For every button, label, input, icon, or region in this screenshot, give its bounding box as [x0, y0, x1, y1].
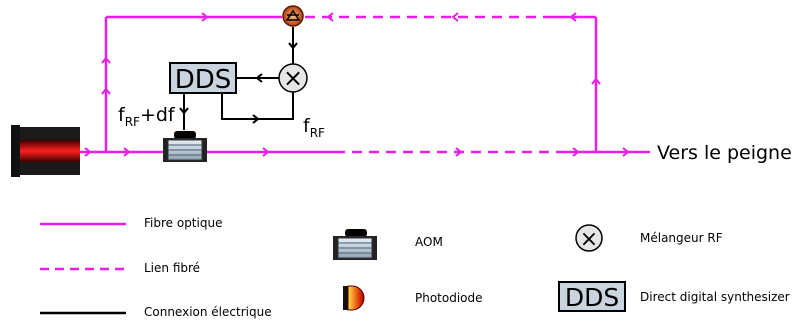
legend-lien-label: Lien fibré: [144, 261, 200, 275]
dds-block: DDS: [169, 62, 237, 95]
fiber-arrow: [326, 12, 334, 22]
wire-arrow: [252, 114, 260, 124]
legend-dds-icon: DDS: [558, 281, 626, 312]
photodiode-detector: [282, 5, 304, 27]
fiber-arrow: [569, 12, 577, 22]
legend-aom-label: AOM: [415, 235, 443, 249]
legend-elec-label: Connexion électrique: [144, 305, 272, 319]
fiber-arrow: [262, 147, 270, 157]
freq-rf-df-label: fRF+df: [118, 104, 176, 129]
fiber-arrow: [622, 147, 630, 157]
rf-mixer: ×: [278, 63, 308, 93]
fiber-arrow: [101, 56, 111, 64]
fiber-arrow: [84, 147, 92, 157]
fiber-arrow: [123, 147, 131, 157]
fiber-arrow: [201, 12, 209, 22]
svg-text:DDS: DDS: [565, 283, 619, 312]
wire-arrow: [288, 42, 298, 50]
svg-text:×: ×: [580, 227, 598, 252]
wire-arrow: [255, 73, 263, 83]
fiber-network: [80, 12, 650, 157]
legend-photodiode-icon: [343, 285, 365, 311]
legend-mixer-label: Mélangeur RF: [640, 231, 723, 245]
freq-rf-label: fRF: [303, 115, 325, 140]
fiber-arrow: [455, 147, 463, 157]
fiber-arrow: [591, 77, 601, 85]
mixer-symbol: ×: [283, 64, 303, 92]
legend-fibre-label: Fibre optique: [144, 216, 222, 230]
legend: Fibre optique Lien fibré Connexion élect…: [40, 216, 790, 319]
legend-dds-label: Direct digital synthesizer: [640, 290, 790, 304]
electrical-network: [179, 27, 298, 130]
dds-label: DDS: [175, 65, 232, 95]
wire-dds-loop: [221, 92, 294, 120]
laser-source: [11, 125, 80, 177]
legend-aom-icon: [333, 229, 377, 260]
aom-modulator: [163, 131, 207, 162]
legend-photodiode-label: Photodiode: [415, 291, 483, 305]
output-label: Vers le peigne: [657, 142, 792, 164]
fiber-arrow: [451, 12, 459, 22]
fiber-arrow: [572, 147, 580, 157]
wire-arrow: [179, 107, 189, 115]
legend-mixer-icon: ×: [575, 224, 603, 252]
fiber-arrow: [101, 87, 111, 95]
